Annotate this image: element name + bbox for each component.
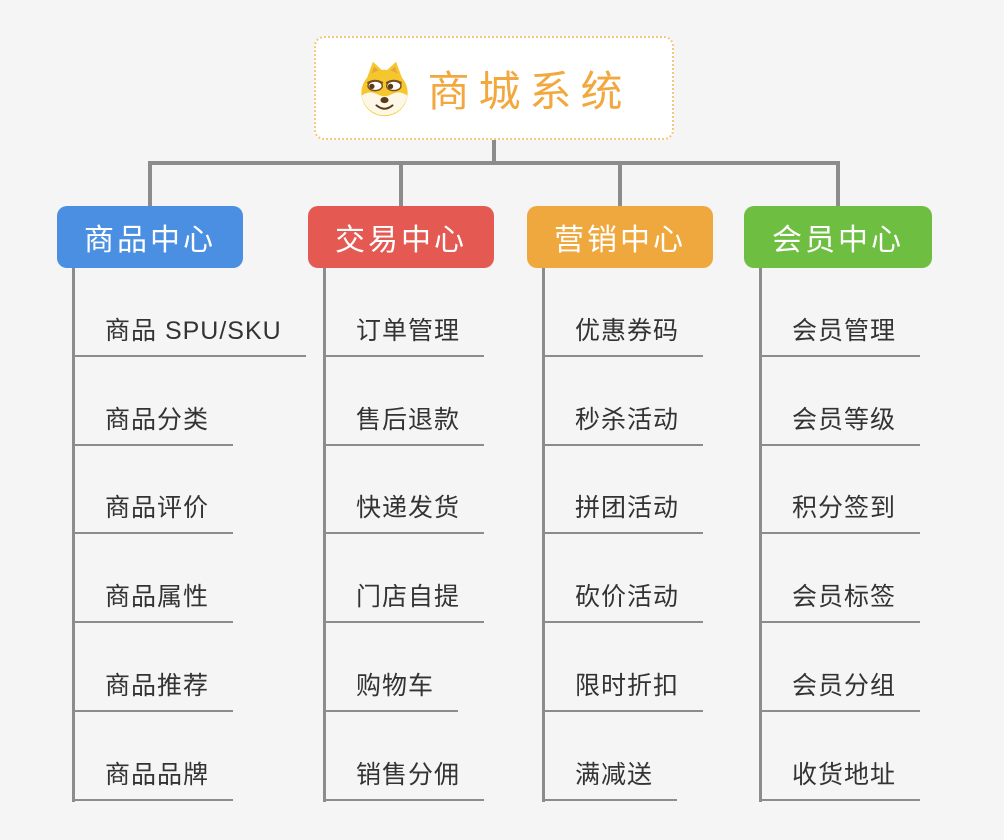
leaf-node[interactable]: 会员管理: [759, 268, 921, 357]
leaf-node[interactable]: 收货地址: [759, 712, 921, 801]
leaf-node[interactable]: 销售分佣: [323, 712, 485, 801]
leaf-node[interactable]: 商品 SPU/SKU: [72, 268, 306, 357]
leaf-node[interactable]: 拼团活动: [542, 446, 704, 535]
branch-node[interactable]: 会员中心: [744, 206, 932, 268]
leaf-node[interactable]: 售后退款: [323, 357, 485, 446]
leaf-node[interactable]: 商品评价: [72, 446, 234, 535]
branch-marketing-center: 营销中心 优惠券码 秒杀活动 拼团活动 砍价活动 限时折扣 满减送: [527, 206, 713, 802]
dog-face-icon: [356, 59, 413, 118]
branch-node[interactable]: 营销中心: [527, 206, 713, 268]
leaf-node[interactable]: 优惠券码: [542, 268, 704, 357]
leaf-node[interactable]: 秒杀活动: [542, 357, 704, 446]
branch-member-center: 会员中心 会员管理 会员等级 积分签到 会员标签 会员分组 收货地址: [744, 206, 932, 802]
branch-children: 商品 SPU/SKU 商品分类 商品评价 商品属性 商品推荐 商品品牌: [72, 268, 306, 801]
leaf-node[interactable]: 商品分类: [72, 357, 234, 446]
branch-node[interactable]: 商品中心: [57, 206, 243, 268]
branch-child-connector: [759, 268, 762, 802]
branch-product-center: 商品中心 商品 SPU/SKU 商品分类 商品评价 商品属性 商品推荐 商品品牌: [57, 206, 306, 802]
leaf-node[interactable]: 砍价活动: [542, 534, 704, 624]
leaf-node[interactable]: 订单管理: [323, 268, 485, 357]
leaf-node[interactable]: 限时折扣: [542, 623, 704, 712]
branch-drop-connector: [618, 161, 622, 207]
leaf-node[interactable]: 会员标签: [759, 534, 921, 624]
root-node[interactable]: 商城系统: [314, 36, 674, 140]
leaf-node[interactable]: 商品属性: [72, 534, 234, 624]
leaf-node[interactable]: 积分签到: [759, 446, 921, 535]
branch-horizontal-connector: [148, 161, 840, 165]
leaf-node[interactable]: 会员等级: [759, 357, 921, 446]
root-stem-connector: [492, 140, 496, 163]
branch-drop-connector: [148, 161, 152, 207]
branch-child-connector: [323, 268, 326, 802]
branch-child-connector: [542, 268, 545, 802]
branch-child-connector: [72, 268, 75, 802]
branch-children: 优惠券码 秒杀活动 拼团活动 砍价活动 限时折扣 满减送: [542, 268, 704, 801]
leaf-node[interactable]: 购物车: [323, 623, 459, 712]
leaf-node[interactable]: 快递发货: [323, 446, 485, 535]
leaf-node[interactable]: 门店自提: [323, 534, 485, 624]
leaf-node[interactable]: 会员分组: [759, 623, 921, 712]
leaf-node[interactable]: 商品品牌: [72, 712, 234, 801]
branch-trade-center: 交易中心 订单管理 售后退款 快递发货 门店自提 购物车 销售分佣: [308, 206, 494, 802]
branch-children: 订单管理 售后退款 快递发货 门店自提 购物车 销售分佣: [323, 268, 485, 801]
branch-drop-connector: [399, 161, 403, 207]
leaf-node[interactable]: 商品推荐: [72, 623, 234, 712]
branch-children: 会员管理 会员等级 积分签到 会员标签 会员分组 收货地址: [759, 268, 921, 801]
branch-node[interactable]: 交易中心: [308, 206, 494, 268]
leaf-node[interactable]: 满减送: [542, 712, 678, 801]
root-title: 商城系统: [427, 67, 632, 115]
branch-drop-connector: [836, 161, 840, 207]
